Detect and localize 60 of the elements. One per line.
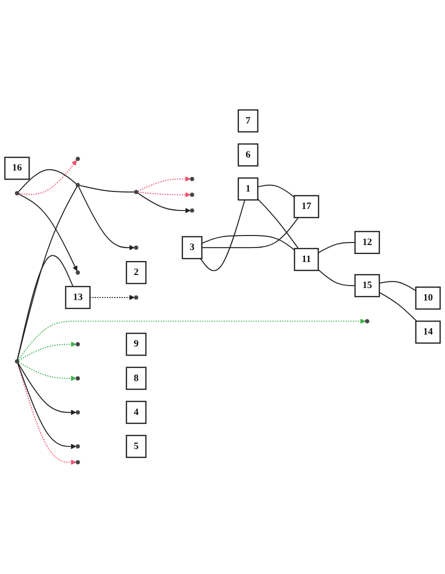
connector [378,280,416,292]
node-circle [134,190,138,194]
arrow [18,194,78,272]
connector [378,292,418,322]
arrow [89,294,135,300]
node-circle [76,460,80,464]
connector [18,169,77,192]
node-box: 7 [238,109,258,132]
node-box: 17 [294,195,320,218]
node-box: 10 [415,286,441,310]
arrow [18,342,76,361]
arrow [18,160,77,195]
node-box: 13 [65,286,91,310]
node-circle [76,270,80,275]
connector [201,217,299,248]
arrow [78,186,135,250]
node-circle [76,182,80,188]
arrow [18,318,366,360]
node-circle [134,295,138,300]
node-box: 1 [238,177,258,201]
node-circle [190,192,194,197]
connector [200,199,246,272]
arrow [17,362,76,450]
arrow [137,192,191,214]
node-box: 16 [4,156,30,180]
node-box: 15 [354,274,380,298]
node-box: 12 [354,230,380,254]
node-box: 4 [126,400,146,424]
node-circle [76,156,80,162]
node-circle [76,444,80,449]
node-box: 3 [182,236,202,260]
node-circle [190,208,194,213]
arrow [138,192,191,198]
node-box: 11 [294,248,319,272]
connector [16,186,78,360]
arrow [137,176,191,192]
node-circle [14,191,20,196]
node-circle [14,359,20,364]
node-circle [76,342,80,346]
connector [257,184,295,198]
node-box: 5 [126,434,146,458]
connector [201,235,295,251]
arrow [17,362,76,465]
node-circle [365,319,370,324]
connector [16,255,74,360]
node-box: 9 [126,332,146,356]
node-circle [76,376,80,380]
node-circle [134,246,138,250]
node-box: 14 [415,320,441,344]
node-box: 2 [126,261,146,284]
node-box: 6 [238,143,258,166]
connector [79,184,135,192]
connector [257,198,299,250]
connector [318,269,356,286]
node-circle [190,176,194,182]
connector [318,242,356,254]
node-circle [76,410,80,415]
arrow [18,362,76,382]
node-box: 8 [126,366,146,390]
arrow [17,362,76,416]
